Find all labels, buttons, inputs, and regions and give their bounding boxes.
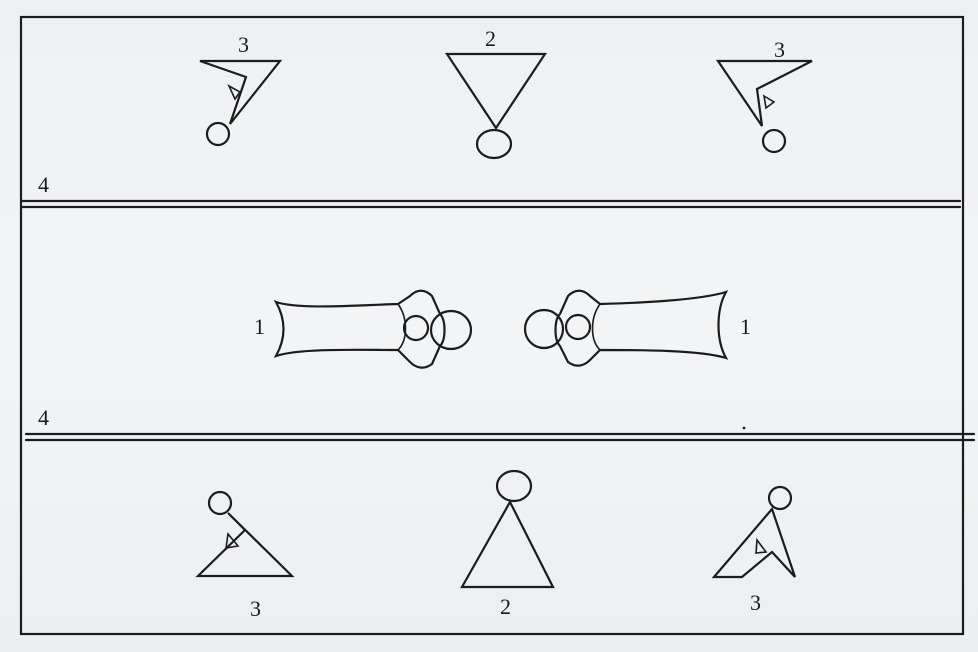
bottom-center-player-label: 2 [500, 594, 511, 619]
outer-border [21, 17, 963, 634]
bottom-left-player-label: 3 [250, 596, 261, 621]
right-bone [525, 291, 726, 366]
bottom-right-player [714, 487, 795, 577]
lower-line-label: 4 [38, 405, 49, 430]
left-bone-label: 1 [254, 314, 265, 339]
bottom-left-player [198, 492, 292, 576]
upper-line [21, 201, 960, 207]
lower-line [26, 434, 974, 440]
top-right-player-label: 3 [774, 37, 785, 62]
left-bone [276, 291, 471, 368]
bottom-center-player [462, 471, 553, 587]
upper-line-label: 4 [38, 172, 49, 197]
top-center-player-label: 2 [485, 26, 496, 51]
bottom-right-player-label: 3 [750, 590, 761, 615]
top-center-player [447, 54, 545, 158]
right-bone-label: 1 [740, 314, 751, 339]
top-left-player [200, 61, 280, 145]
top-left-player-label: 3 [238, 32, 249, 57]
ink-dot [743, 427, 746, 430]
top-right-player [718, 61, 812, 152]
